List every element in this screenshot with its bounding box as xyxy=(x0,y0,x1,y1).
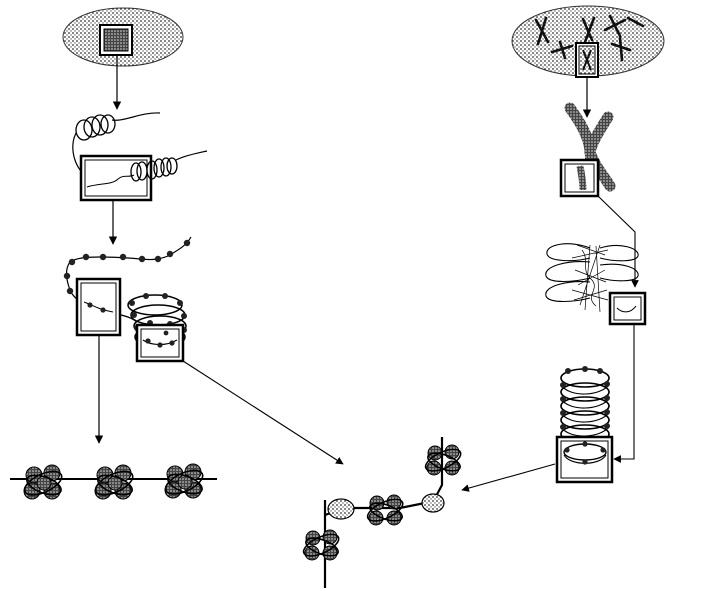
nucleosome xyxy=(164,463,204,499)
chromatin-fiber xyxy=(72,112,208,202)
looped-domains xyxy=(545,243,647,326)
nucleosome xyxy=(424,444,462,476)
solenoid-fiber xyxy=(555,366,614,484)
arrow-solenoid-to-cluster xyxy=(461,463,556,492)
beads-zoom-box xyxy=(75,277,122,337)
nucleosome xyxy=(94,464,134,500)
nucleosome xyxy=(366,494,404,526)
arrow-chromosome-to-loops xyxy=(597,195,639,288)
nucleosome-row xyxy=(10,463,217,500)
linker-histone xyxy=(327,498,355,520)
nucleosome-cluster xyxy=(302,437,462,588)
metaphase-chromosome xyxy=(559,102,616,198)
solenoid-zoom-box xyxy=(555,435,614,484)
nucleosome xyxy=(302,529,340,561)
arrow-coil-to-cluster xyxy=(182,360,344,465)
beads-on-string xyxy=(63,236,192,363)
linker-histone xyxy=(421,493,445,513)
loops-zoom-box xyxy=(608,291,647,326)
left-pathway xyxy=(10,7,344,500)
chromosomes xyxy=(534,14,645,62)
nucleosome xyxy=(23,464,63,500)
mitotic-nucleus xyxy=(511,5,665,78)
interphase-nucleus xyxy=(62,7,184,67)
arrow-loops-to-solenoid xyxy=(613,324,635,463)
right-pathway xyxy=(461,5,665,492)
